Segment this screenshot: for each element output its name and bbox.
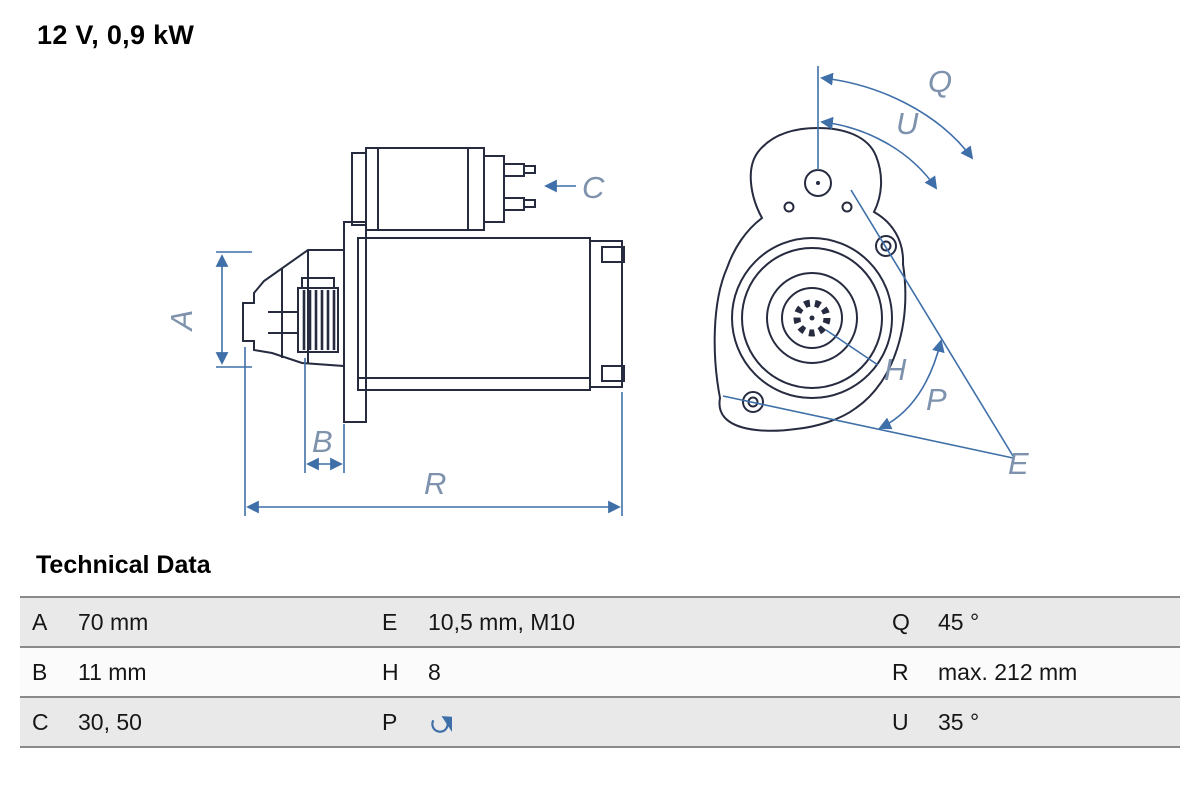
spec-value: 11 mm [78,658,147,685]
spec-cell-h: H 8 [370,659,880,686]
table-row: A 70 mm E 10,5 mm, M10 Q 45 ° [20,598,1180,648]
spec-value: 8 [428,658,441,685]
spec-cell-c: C 30, 50 [20,709,370,736]
side-view-drawing [242,147,625,423]
spec-cell-e: E 10,5 mm, M10 [370,609,880,636]
dim-label-r: R [424,466,446,501]
spec-label: E [382,608,398,635]
spec-label: B [32,658,48,685]
spec-label: P [382,708,398,735]
spec-label: Q [892,608,910,635]
spec-label: R [892,658,909,685]
table-row: B 11 mm H 8 R max. 212 mm [20,648,1180,698]
rotation-ccw-icon [431,716,452,734]
spec-value: 70 mm [78,608,149,635]
end-view-dimensions [722,66,1014,459]
end-view-drawing [713,126,907,432]
dim-label-p: P [926,382,947,417]
spec-label: C [32,708,49,735]
dim-label-c: C [582,170,605,205]
spec-cell-b: B 11 mm [20,659,370,686]
dim-label-q: Q [928,64,952,99]
spec-cell-a: A 70 mm [20,609,370,636]
spec-cell-q: Q 45 ° [880,609,1180,636]
spec-value: 10,5 mm, M10 [428,608,575,635]
spec-cell-u: U 35 ° [880,709,1180,736]
dim-label-a: A [164,310,199,333]
spec-cell-p: P [370,709,880,736]
section-heading: Technical Data [36,551,211,579]
spec-label: H [382,658,399,685]
spec-value [428,709,452,736]
spec-cell-r: R max. 212 mm [880,659,1180,686]
side-view-dimensions [215,179,623,516]
spec-value: max. 212 mm [938,658,1078,685]
spec-label: U [892,708,909,735]
technical-data-table: A 70 mm E 10,5 mm, M10 Q 45 ° B 11 mm H … [20,596,1180,748]
spec-value: 45 ° [938,608,980,635]
spec-label: A [32,608,48,635]
dim-label-e: E [1008,446,1029,481]
table-row: C 30, 50 P U 35 ° [20,698,1180,748]
dim-label-b: B [312,424,333,459]
dim-label-h: H [884,352,907,387]
spec-value: 35 ° [938,708,980,735]
dim-label-u: U [896,106,919,141]
technical-drawing: A B R C [164,64,1029,516]
spec-value: 30, 50 [78,708,142,735]
page-title: 12 V, 0,9 kW [37,20,195,50]
